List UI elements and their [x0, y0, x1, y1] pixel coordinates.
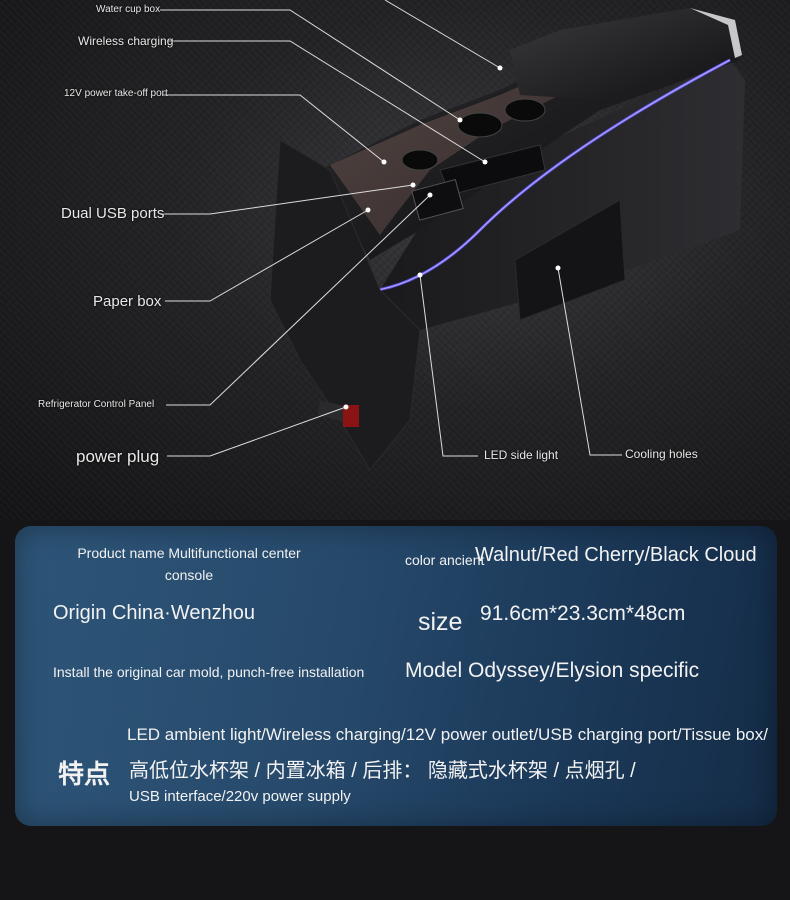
- callout-power-plug: power plug: [76, 447, 160, 466]
- spec-features-line1: LED ambient light/Wireless charging/12V …: [127, 725, 768, 744]
- fridge-control-panel: [411, 178, 464, 221]
- callout-led-side-light: LED side light: [484, 448, 559, 462]
- spec-card: Product name Multifunctional center cons…: [15, 526, 777, 826]
- spec-size-value: 91.6cm*23.3cm*48cm: [480, 602, 686, 625]
- spec-features-line2: 高低位水杯架 / 内置冰箱 / 后排： 隐藏式水杯架 / 点烟孔 /: [129, 760, 636, 782]
- callout-wireless-charging: Wireless charging: [78, 34, 174, 48]
- chrome-trim: [690, 8, 742, 58]
- spec-color-value: Walnut/Red Cherry/Black Cloud: [475, 544, 757, 566]
- spec-size-label: size: [418, 608, 463, 636]
- callout-paper-box: Paper box: [93, 293, 162, 310]
- spec-section: Product name Multifunctional center cons…: [0, 520, 790, 900]
- spec-origin: Origin China·Wenzhou: [53, 602, 255, 624]
- spec-color-label: color ancient: [405, 552, 485, 568]
- callout-dual-usb: Dual USB ports: [61, 205, 165, 222]
- console-side-panel: [380, 60, 745, 330]
- callout-12v-port: 12V power take-off port: [64, 88, 168, 99]
- center-console-illustration: [160, 0, 745, 471]
- armrest-lid: [510, 8, 740, 100]
- cup-holder-3: [401, 149, 439, 171]
- spec-features-label: 特点: [58, 759, 111, 789]
- power-plug-body: [343, 405, 359, 427]
- wood-trim: [330, 75, 560, 235]
- console-rear-leg: [269, 139, 421, 471]
- callout-cooling-holes: Cooling holes: [625, 447, 698, 461]
- leader-dots: [343, 65, 561, 410]
- callout-water-cup-box: Water cup box: [96, 4, 161, 15]
- cup-holder-1: [457, 112, 503, 138]
- spec-model: Model Odyssey/Elysion specific: [405, 659, 700, 682]
- cup-holder-2: [504, 98, 546, 122]
- product-photo-area: Water cup box Wireless charging 12V powe…: [0, 0, 790, 520]
- spec-features-line3: USB interface/220v power supply: [129, 788, 351, 805]
- cooling-vent: [514, 199, 626, 321]
- leader-lines: [160, 0, 622, 457]
- callout-fridge-panel: Refrigerator Control Panel: [38, 399, 155, 410]
- spec-install: Install the original car mold, punch-fre…: [53, 664, 365, 680]
- spec-product-name: Product name Multifunctional center cons…: [77, 545, 301, 583]
